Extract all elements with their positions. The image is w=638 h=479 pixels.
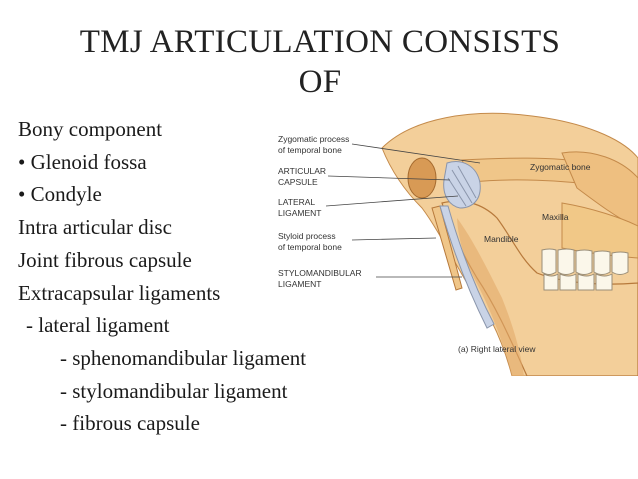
label-articular-capsule-1: ARTICULAR [278, 166, 326, 176]
content-list: Bony component • Glenoid fossa • Condyle… [18, 113, 306, 440]
list-item: - lateral ligament [26, 313, 170, 338]
slide-title: TMJ ARTICULATION CONSISTS OF [40, 22, 600, 102]
label-stylomandibular-2: LIGAMENT [278, 279, 321, 289]
label-lateral-ligament-2: LIGAMENT [278, 208, 321, 218]
list-item: Extracapsular ligaments [18, 280, 221, 305]
zygomatic-bone-shape [561, 151, 638, 229]
list-item: - fibrous capsule [60, 411, 200, 436]
tmj-anatomy-figure: Zygomatic process of temporal bone ARTIC… [262, 108, 638, 376]
teeth-row [541, 248, 629, 291]
list-item: Joint fibrous capsule [18, 247, 192, 272]
label-styloid-process-1: Styloid process [278, 231, 336, 241]
list-item: - sphenomandibular ligament [60, 345, 307, 370]
stylomandibular-ligament-shape [439, 205, 495, 329]
label-zygomatic-process-2: of temporal bone [278, 145, 342, 155]
list-item: • Glenoid fossa [18, 149, 147, 174]
label-stylomandibular-1: STYLOMANDIBULAR [278, 268, 362, 278]
label-zygomatic-bone: Zygomatic bone [530, 162, 591, 172]
title-line-2: OF [298, 64, 342, 100]
list-item: • Condyle [18, 182, 102, 207]
figure-caption: (a) Right lateral view [458, 344, 536, 354]
list-item: Bony component [18, 117, 163, 141]
title-line-1: TMJ ARTICULATION CONSISTS [79, 24, 561, 60]
external-acoustic-meatus [407, 157, 437, 199]
label-zygomatic-process-1: Zygomatic process [278, 134, 349, 144]
list-item: - stylomandibular ligament [60, 378, 288, 403]
label-maxilla: Maxilla [542, 212, 569, 222]
list-item: Intra articular disc [18, 215, 172, 240]
label-styloid-process-2: of temporal bone [278, 242, 342, 252]
label-mandible: Mandible [484, 234, 519, 244]
styloid-process-shape [431, 205, 463, 291]
label-lateral-ligament-1: LATERAL [278, 197, 315, 207]
label-articular-capsule-2: CAPSULE [278, 177, 318, 187]
